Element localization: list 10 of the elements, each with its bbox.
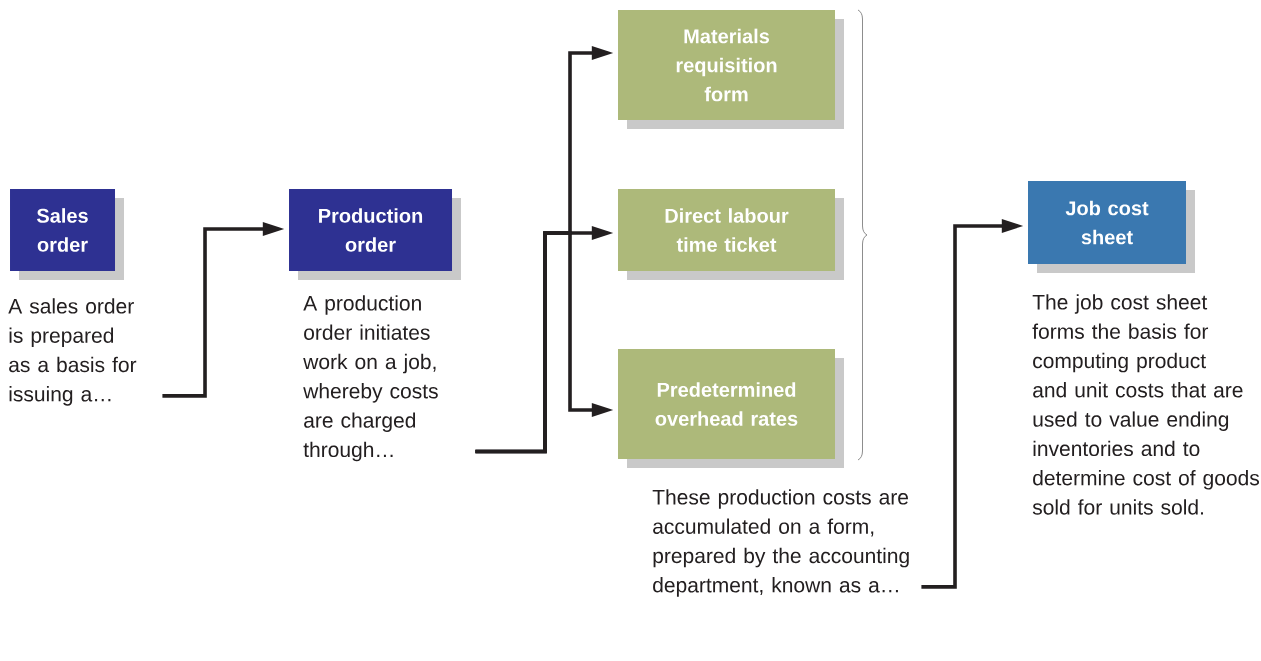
description-text: A production order initiates work on a job, whereby costs are charged through… [303,295,438,462]
description-text: These production costs are accumulated on a form, prepared by the accounting department, known as a… [652,489,909,597]
description-text: A sales order is prepared as a basis for issuing a… [8,298,137,406]
process-box: Predetermined overhead rates [618,349,844,468]
process-box: Materials requisition form [618,10,844,129]
process-box: Direct labour time ticket [618,189,844,280]
description-text: The job cost sheet forms the basis for computing product and unit costs that are used to value ending inventories and to determine cost of goods sold for units sold. [1032,294,1259,515]
process-box: Sales order [10,189,124,280]
process-box: Job cost sheet [1028,181,1195,273]
process-box: Production order [289,189,461,280]
